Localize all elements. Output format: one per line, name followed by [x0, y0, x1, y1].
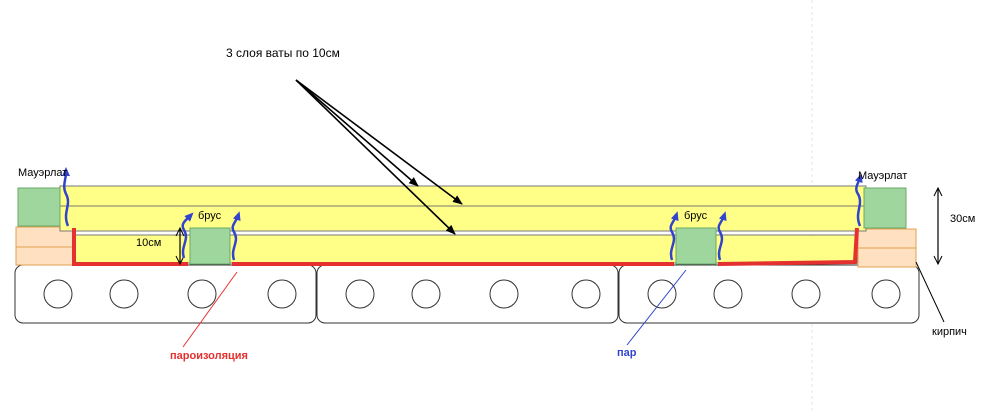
vapor-barrier-pointer	[182, 271, 238, 348]
brick-pointer	[915, 261, 945, 323]
dim-30-top	[933, 186, 943, 197]
dim-10-top	[175, 226, 185, 237]
brick-right-bottom	[857, 247, 917, 268]
wool-layer-2	[59, 205, 867, 232]
dim-30-bottom	[933, 255, 943, 266]
hollow-core-slabs	[14, 264, 920, 324]
vapor-pointer	[626, 269, 687, 346]
wool-layers-label: 3 слоя ваты по 10см	[226, 46, 340, 60]
vapor-arrows	[61, 167, 863, 261]
vapor-barrier-line	[72, 227, 859, 266]
mauerlat-right-label: Мауэрлат	[858, 170, 907, 182]
vapor-label: пар	[617, 347, 637, 359]
beam-right-label: брус	[684, 210, 708, 222]
thickness-10-label: 10см	[136, 237, 161, 249]
brick-label: кирпич	[932, 326, 967, 338]
wool-layer-1	[59, 185, 867, 207]
mauerlat-left	[17, 187, 61, 227]
dim-10-bottom	[175, 255, 185, 266]
mauerlat-left-label: Мауэрлат	[18, 167, 67, 179]
slab-holes	[43, 279, 901, 309]
mauerlat-right	[863, 187, 907, 229]
beam-left-label: брус	[198, 210, 222, 222]
brick-right-top	[857, 228, 917, 249]
bricks	[15, 226, 917, 268]
thickness-30-label: 30см	[950, 213, 975, 225]
wool-callout-arrows	[295, 79, 463, 235]
insulation-layers	[59, 185, 867, 264]
beam-right	[675, 227, 717, 265]
beam-left	[189, 227, 231, 265]
brick-left-bottom	[15, 246, 75, 266]
vapor-barrier-label: пароизоляция	[170, 350, 248, 362]
